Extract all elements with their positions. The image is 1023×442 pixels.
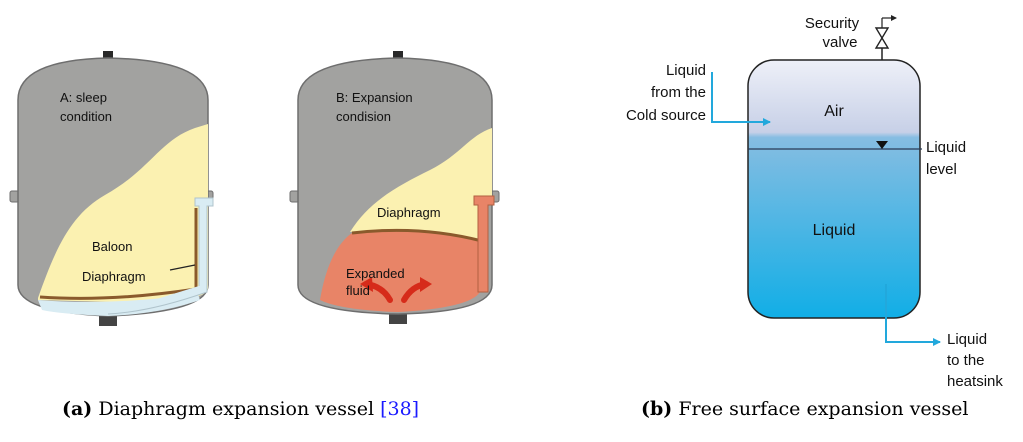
- vessel-b-diaphragm: [351, 206, 484, 243]
- vessel-b-arrowhead-left: [360, 277, 373, 292]
- inlet-label-3: Cold source: [626, 107, 706, 124]
- caption-b-label: (b): [641, 398, 673, 420]
- vessel-b-pipe: [473, 195, 495, 293]
- vessel-b: B: Expansion condision Diaphragm Expande…: [289, 51, 500, 324]
- tank-body: [747, 59, 921, 319]
- vessel-b-subtitle: condision: [336, 109, 391, 124]
- liquid-level-marker-icon: [876, 141, 888, 149]
- caption-b-text: Free surface expansion vessel: [678, 398, 969, 420]
- valve-label-2: valve: [822, 34, 857, 51]
- vessel-a-balloon-label: Baloon: [92, 239, 132, 254]
- vessel-b-gas-region: [350, 128, 492, 240]
- air-label: Air: [824, 103, 844, 120]
- liquid-label: Liquid: [813, 222, 856, 239]
- vessel-a-leader-line: [169, 264, 196, 271]
- vessel-b-fluid-label-1: Expanded: [346, 266, 405, 281]
- level-label-1: Liquid: [926, 139, 966, 156]
- outlet-label-1: Liquid: [947, 331, 987, 348]
- caption-b: (b) Free surface expansion vessel: [641, 398, 969, 428]
- inlet-label-2: from the: [651, 84, 706, 101]
- outlet-label-3: heatsink: [947, 373, 1003, 390]
- vessel-a-title: A: sleep: [60, 90, 107, 105]
- outlet-label-2: to the: [947, 352, 985, 369]
- caption-a: (a) Diaphragm expansion vessel [38]: [62, 398, 419, 428]
- inlet-pipe: [711, 72, 771, 126]
- level-label-2: level: [926, 161, 957, 178]
- outlet-pipe: [885, 284, 941, 346]
- free-surface-tank: Security valve Liquid from the Cold sour…: [626, 15, 1003, 390]
- vessel-a-pipe: [107, 197, 214, 315]
- vessel-a-top-cap: [103, 51, 113, 61]
- vessel-a-subtitle: condition: [60, 109, 112, 124]
- caption-a-label: (a): [62, 398, 93, 420]
- security-valve-icon: [874, 27, 890, 49]
- caption-a-text: Diaphragm expansion vessel: [98, 398, 375, 420]
- vessel-b-expanded-fluid: [320, 230, 480, 312]
- vessel-b-arrowhead-right: [420, 277, 432, 292]
- caption-a-citation-link[interactable]: [38]: [380, 398, 420, 420]
- vessel-b-diaphragm-label: Diaphragm: [377, 205, 441, 220]
- vessel-b-top-cap: [393, 51, 403, 61]
- inlet-label-1: Liquid: [666, 62, 706, 79]
- vessel-a-balloon: [38, 124, 208, 303]
- valve-label-1: Security: [805, 15, 860, 32]
- vessel-b-fluid-label-2: fluid: [346, 283, 370, 298]
- vessel-a-diaphragm-label: Diaphragm: [82, 269, 146, 284]
- vessel-b-title: B: Expansion: [336, 90, 413, 105]
- vessel-a: A: sleep condition Baloon Diaphragm: [9, 51, 214, 326]
